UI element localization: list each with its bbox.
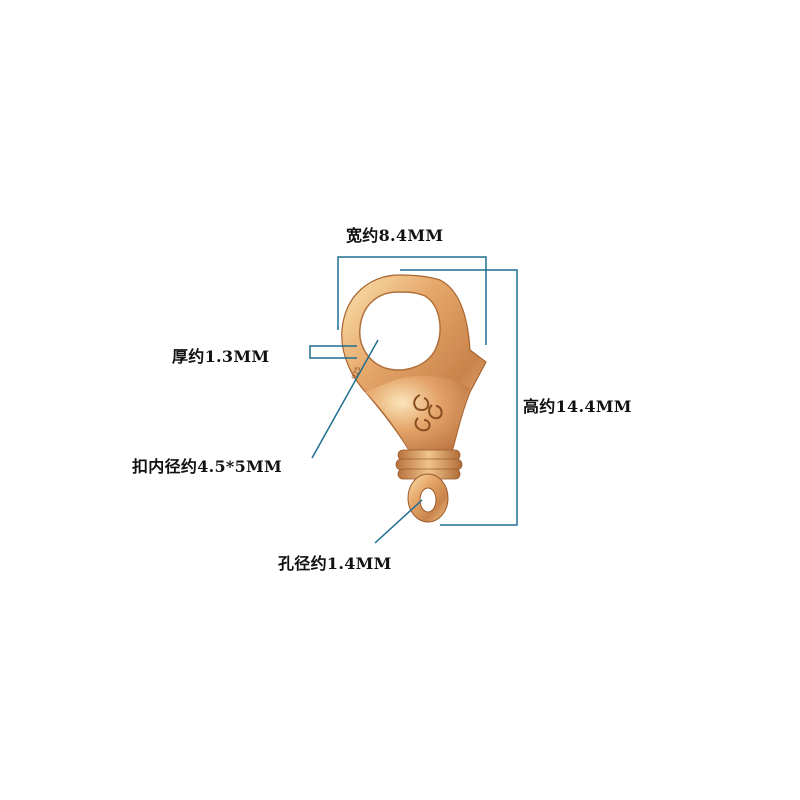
width-label: 宽约8.4MM xyxy=(346,226,444,245)
inner-diameter-leader xyxy=(311,339,379,459)
clasp-opening xyxy=(359,291,441,371)
height-bracket xyxy=(400,269,518,526)
clasp-body xyxy=(365,375,470,452)
hole-leader xyxy=(374,499,423,544)
height-label: 高约14.4MM xyxy=(523,397,632,416)
attachment-hole xyxy=(419,487,437,513)
thickness-label: 厚约1.3MM xyxy=(172,347,270,366)
inner-diameter-label: 扣内径约4.5*5MM xyxy=(132,457,283,476)
lobster-clasp: 925 xyxy=(341,274,487,523)
hole-diameter-label: 孔径约1.4MM xyxy=(278,554,392,573)
engraved-ornament xyxy=(413,394,443,432)
width-bracket xyxy=(337,256,487,345)
thickness-bracket xyxy=(309,345,357,359)
dimension-lines xyxy=(309,256,518,544)
